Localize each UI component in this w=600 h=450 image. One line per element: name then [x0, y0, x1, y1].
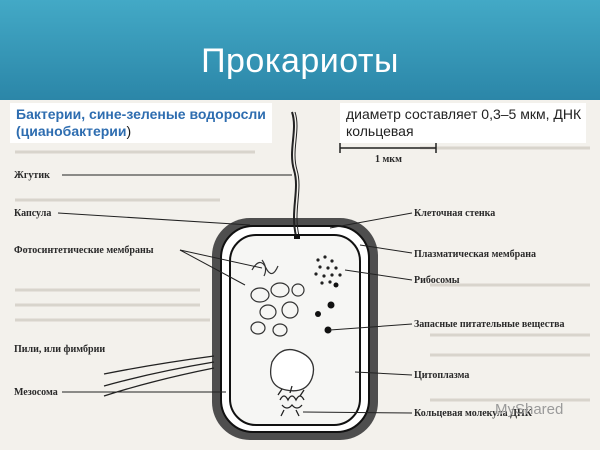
scale-label: 1 мкм — [375, 154, 402, 165]
label-ribosomes: Рибосомы — [414, 275, 460, 286]
label-plasma-membrane: Плазматическая мембрана — [414, 249, 536, 260]
label-capsule: Капсула — [14, 208, 51, 219]
label-reserve-nutrients: Запасные питательные вещества — [414, 319, 565, 330]
pili-shape — [103, 355, 215, 397]
flagellum-shape — [291, 111, 297, 237]
nucleoid-region — [269, 348, 315, 392]
label-circular-dna: Кольцевая молекула ДНК — [414, 408, 533, 419]
subtitle-box-left: Бактерии, сине-зеленые водоросли (цианоб… — [10, 103, 272, 143]
label-cell-wall: Клеточная стенка — [414, 208, 495, 219]
label-flagellum: Жгутик — [14, 170, 50, 181]
label-leader-lines — [57, 174, 413, 414]
label-mesosome: Мезосома — [14, 387, 58, 398]
flagellum-outline — [294, 111, 300, 237]
label-pili: Пили, или фимбрии — [14, 344, 105, 355]
watermark-text: MyShared — [495, 401, 563, 418]
prokaryote-cell-diagram: 1 мкм — [14, 111, 590, 440]
label-cytoplasm: Цитоплазма — [414, 370, 469, 381]
ribosomes-shape — [314, 255, 342, 285]
title-banner — [0, 0, 600, 100]
subtitle-left-paren: ) — [126, 123, 132, 139]
subtitle-right: диаметр составляет 0,3–5 мкм, ДНК кольце… — [346, 106, 582, 139]
subtitle-left-bold: Бактерии, сине-зеленые водоросли (цианоб… — [16, 106, 266, 139]
label-photosynthetic-membranes: Фотосинтетические мембраны — [14, 245, 154, 256]
flagellum-base — [294, 234, 300, 239]
reserve-nutrients-shape — [315, 282, 339, 334]
scan-text-lines — [15, 146, 590, 402]
plasma-membrane-shape — [229, 234, 361, 426]
subtitle-box-right: диаметр составляет 0,3–5 мкм, ДНК кольце… — [340, 103, 586, 143]
photosynthetic-membranes-shape — [250, 259, 305, 337]
circular-dna-shape — [277, 385, 305, 417]
slide-title: Прокариоты — [201, 42, 399, 80]
subtitle-left: Бактерии, сине-зеленые водоросли (цианоб… — [16, 106, 272, 140]
